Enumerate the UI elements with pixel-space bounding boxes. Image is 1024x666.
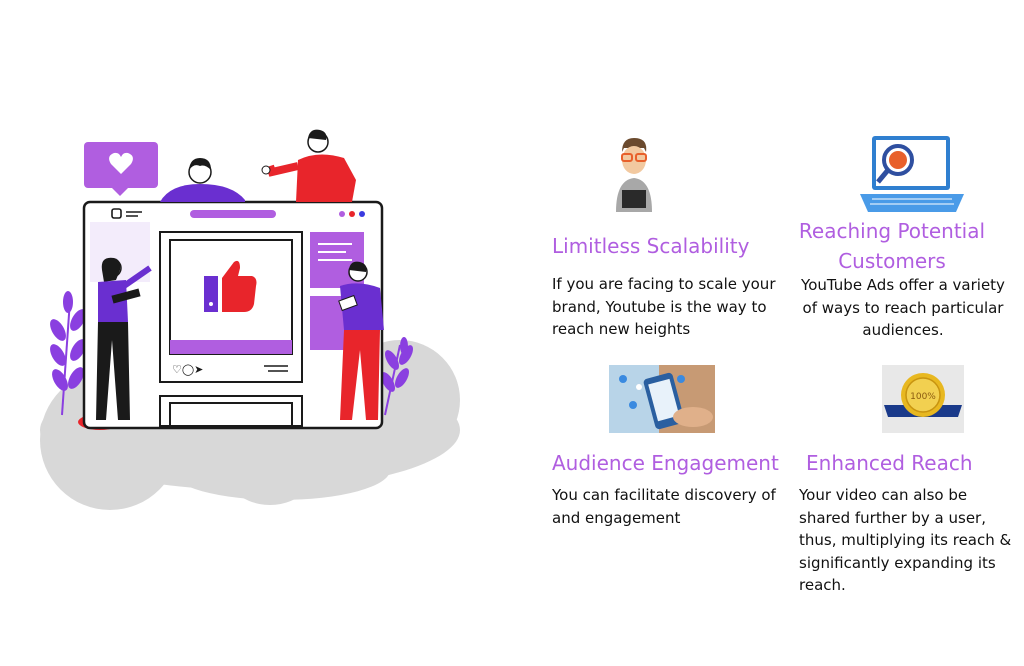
feature-text-reaching-line3: audiences. [862, 321, 944, 339]
person-with-tablet-icon [338, 261, 384, 420]
plant-left-icon [50, 291, 86, 416]
social-media-illustration: ♡◯➤ [40, 129, 460, 510]
feature-title-engagement: Audience Engagement [552, 451, 779, 475]
feature-text-reaching: YouTube Ads offer a variety of ways to r… [786, 274, 1020, 342]
feature-text-engagement-line2: and engagement [552, 508, 681, 527]
browser-window: ♡◯➤ [82, 200, 384, 430]
feature-text-engagement-line1: You can facilitate discovery of [552, 486, 776, 504]
feature-text-reach-line2: shared further by a user, [799, 508, 986, 527]
svg-text:♡◯➤: ♡◯➤ [172, 363, 203, 376]
feature-title-reach: Enhanced Reach [806, 451, 973, 475]
feature-title-reaching-line1: Reaching Potential [798, 219, 986, 243]
feature-title-scalability: Limitless Scalability [552, 234, 750, 258]
developer-at-laptop-icon [616, 138, 652, 212]
feature-text-reaching-line2: of ways to reach particular [802, 298, 1004, 317]
person-peeking-icon [160, 158, 245, 202]
feature-text-scalability: If you are facing to scale your brand, Y… [552, 275, 776, 338]
feature-text-reaching-line1: YouTube Ads offer a variety [801, 276, 1005, 294]
phone-social-photo-icon [609, 365, 715, 433]
thumbs-up-icon [204, 260, 257, 312]
satisfaction-badge-icon: 100% [882, 365, 964, 433]
feature-text-reach-line1: Your video can also be [799, 486, 968, 504]
feature-text-reach-line4: significantly expanding its [799, 553, 996, 572]
feature-text-engagement: You can facilitate discovery of and enga… [552, 484, 792, 529]
feature-text-reach-line3: thus, multiplying its reach & [799, 531, 1012, 549]
feature-text-reach-line5: reach. [799, 576, 846, 594]
feature-title-reaching-line2: Customers [838, 249, 946, 273]
laptop-search-icon [860, 136, 964, 212]
feature-title-reaching: Reaching Potential Customers [786, 216, 998, 276]
person-thumbs-up-icon [261, 129, 356, 202]
feature-text-reach: Your video can also be shared further by… [799, 484, 1019, 597]
person-pointing-icon [96, 257, 152, 420]
heart-speech-bubble-icon [84, 142, 158, 196]
badge-percent-label: 100% [910, 392, 936, 402]
plant-right-icon [381, 337, 413, 416]
